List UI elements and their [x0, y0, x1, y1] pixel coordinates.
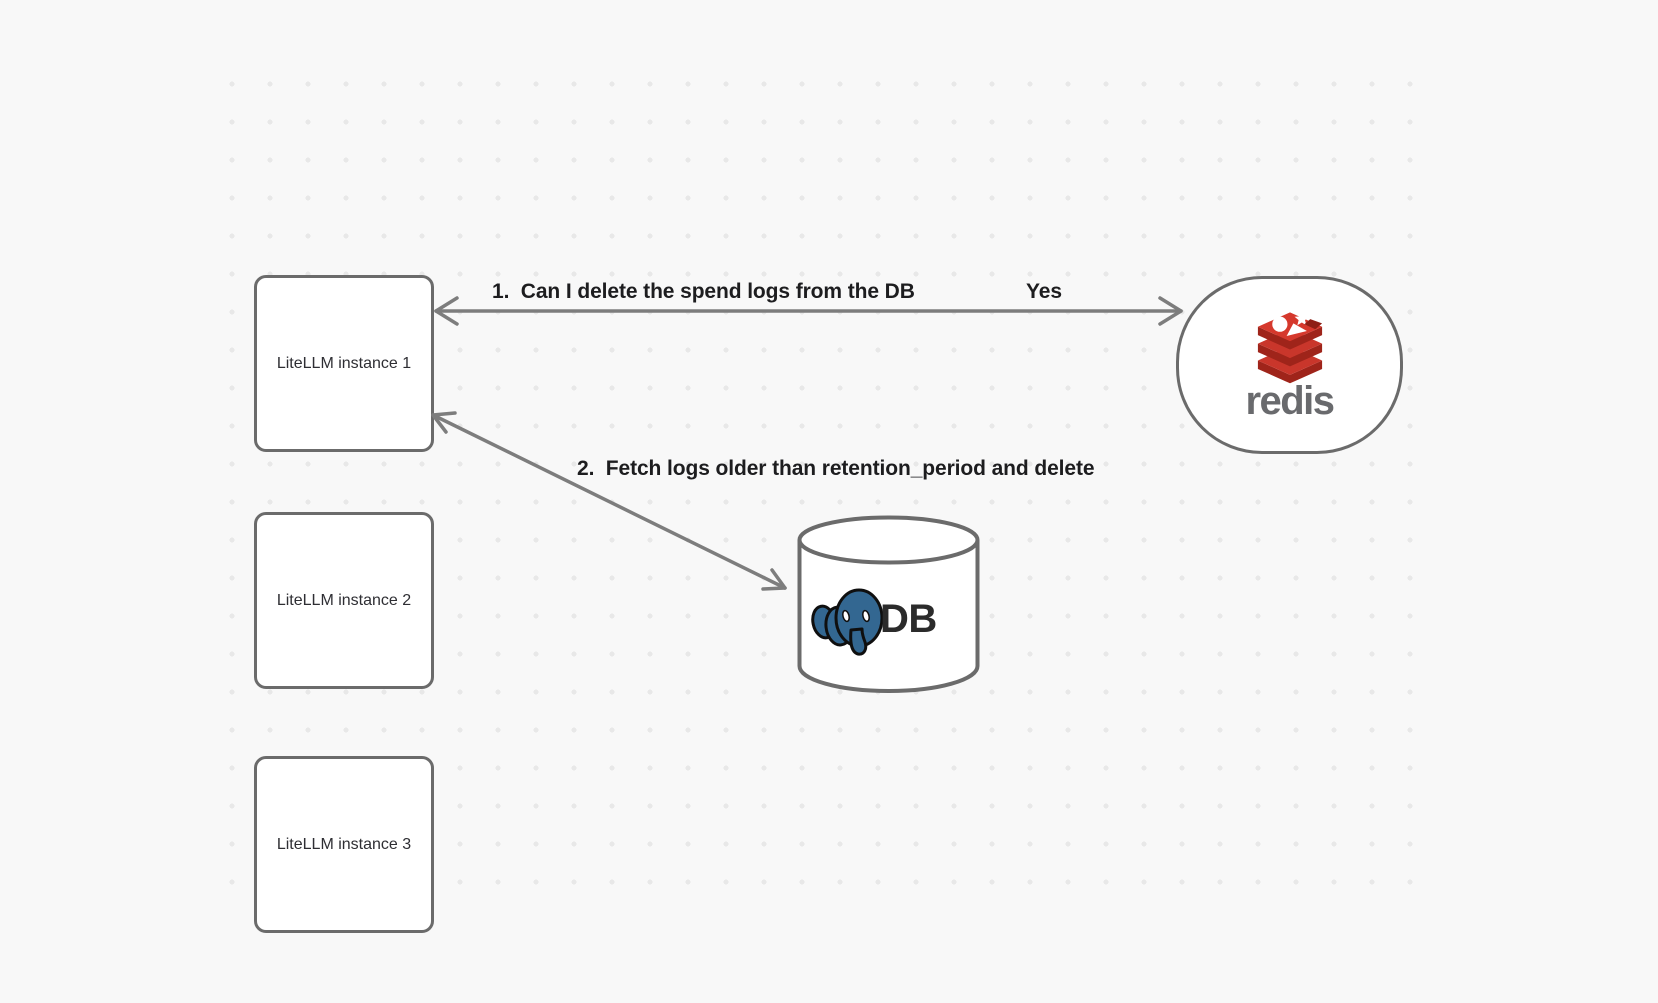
- litellm-instance-1-label: LiteLLM instance 1: [276, 354, 412, 372]
- redis-node: redis: [1176, 276, 1403, 454]
- db-label: DB: [880, 597, 937, 641]
- litellm-instance-3-label: LiteLLM instance 3: [276, 835, 412, 853]
- redis-wordmark: redis: [1245, 379, 1335, 423]
- litellm-instance-2-node: LiteLLM instance 2: [254, 512, 434, 689]
- arrow-1-response-label: Yes: [1026, 280, 1062, 303]
- redis-logo-icon: [1257, 311, 1322, 384]
- arrow-2-label: 2. Fetch logs older than retention_perio…: [577, 457, 1095, 480]
- litellm-instance-3-node: LiteLLM instance 3: [254, 756, 434, 933]
- litellm-instance-2-label: LiteLLM instance 2: [276, 591, 412, 609]
- litellm-instance-1-node: LiteLLM instance 1: [254, 275, 434, 452]
- arrow-1-label: 1. Can I delete the spend logs from the …: [492, 280, 915, 303]
